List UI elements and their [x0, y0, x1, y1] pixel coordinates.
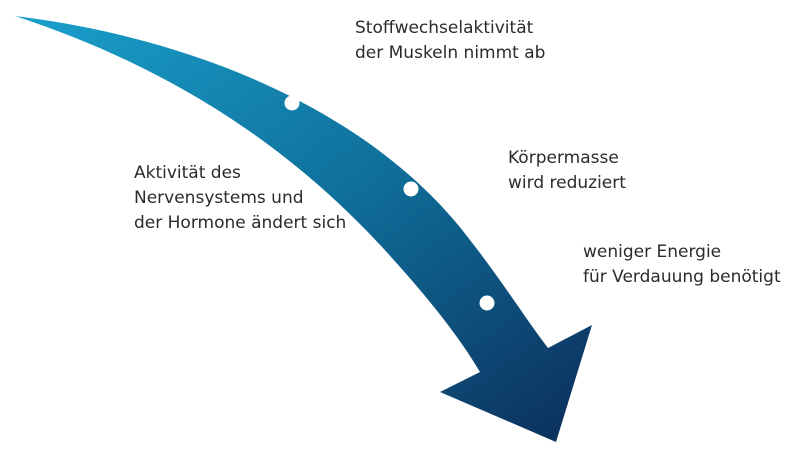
marker-dot-2 — [403, 181, 419, 197]
label-line: Nervensystems und — [134, 188, 304, 208]
label-digestion-energy: weniger Energie für Verdauung benötigt — [583, 240, 781, 290]
marker-dot-3 — [479, 295, 495, 311]
label-line: Aktivität des — [134, 163, 241, 183]
label-line: der Muskeln nimmt ab — [355, 43, 546, 63]
label-line: weniger Energie — [583, 242, 722, 262]
marker-dot-1 — [284, 95, 300, 111]
arrow-body — [15, 16, 592, 442]
label-line: Körpermasse — [508, 148, 619, 168]
label-line: wird reduziert — [508, 173, 626, 193]
label-line: Stoffwechselaktivität — [355, 18, 534, 38]
label-nervous-system: Aktivität des Nervensystems und der Horm… — [134, 161, 346, 236]
label-muscle-metabolism: Stoffwechselaktivität der Muskeln nimmt … — [355, 16, 545, 66]
label-line: für Verdauung benötigt — [583, 267, 781, 287]
label-body-mass: Körpermasse wird reduziert — [508, 146, 626, 196]
label-line: der Hormone ändert sich — [134, 213, 347, 233]
